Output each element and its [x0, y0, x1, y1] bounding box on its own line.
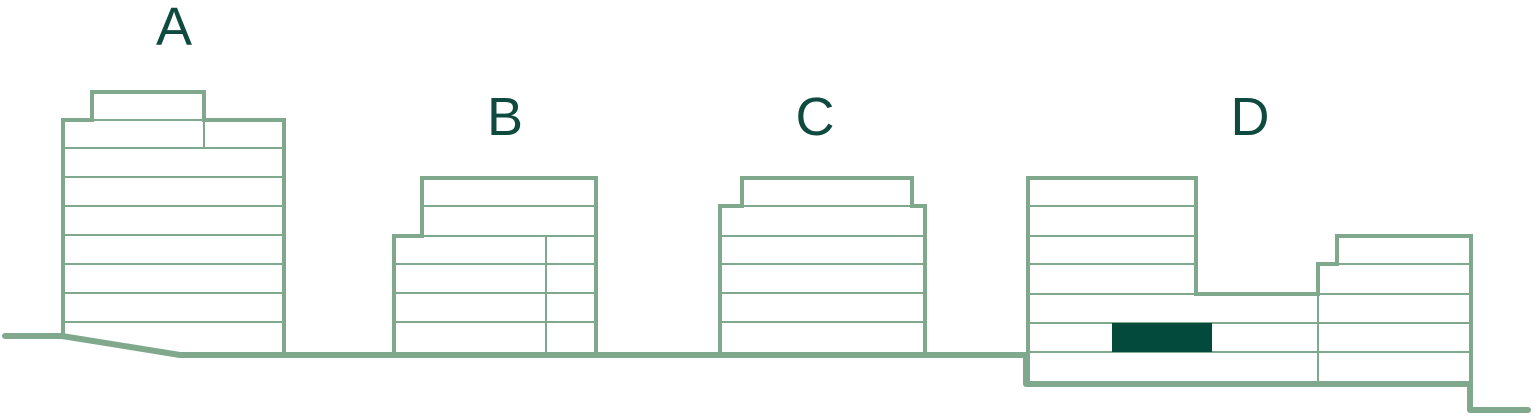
building-d-outline	[1026, 176, 1473, 384]
building-a	[61, 90, 286, 353]
building-c	[718, 176, 927, 353]
building-c-outline	[718, 176, 927, 353]
building-c-label: C	[796, 87, 835, 147]
building-a-label: A	[156, 0, 192, 57]
building-a-outline	[61, 90, 286, 353]
building-b	[392, 176, 598, 353]
building-b-outline	[392, 176, 598, 353]
building-b-label: B	[487, 87, 523, 147]
building-d	[1026, 176, 1473, 384]
building-d-highlighted-unit	[1112, 323, 1212, 352]
building-d-label: D	[1231, 87, 1270, 147]
ground-line	[2, 333, 1531, 413]
